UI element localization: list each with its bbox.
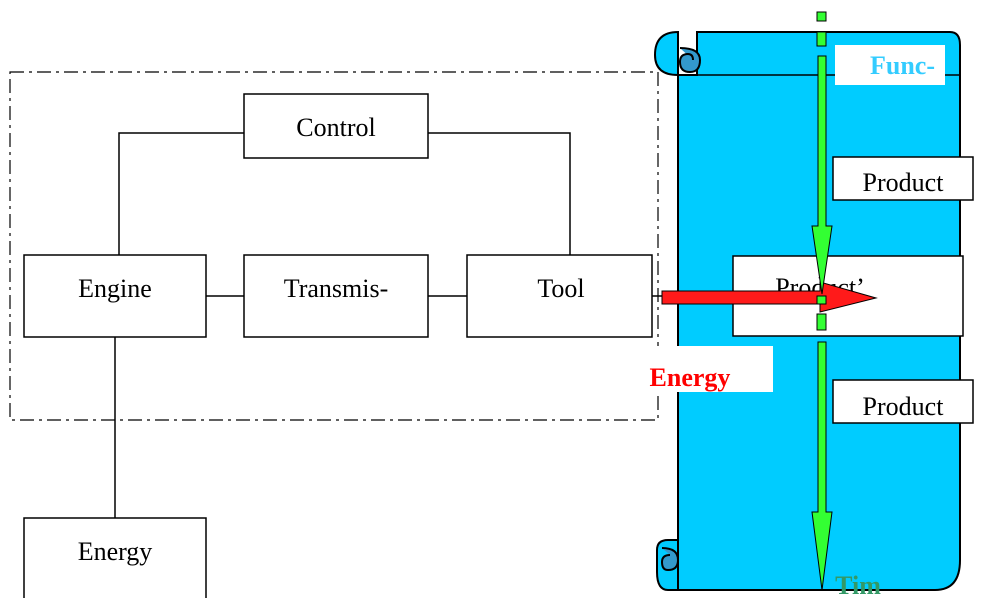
time-arrow-lower xyxy=(811,295,833,591)
engine-block: Engine xyxy=(23,254,207,338)
energy-label-bg xyxy=(640,346,773,392)
control-label: Control xyxy=(296,113,375,142)
control-block: Control xyxy=(243,93,429,159)
function-label: Func- xyxy=(870,51,935,80)
product-bottom-box: Product xyxy=(832,379,974,424)
time-label: Tim xyxy=(835,571,881,598)
time-arrow-upper xyxy=(811,11,833,295)
product-bottom-label: Product xyxy=(863,392,945,421)
engine-label: Engine xyxy=(78,274,152,303)
transmission-label: Transmis- xyxy=(284,274,389,303)
energy-source-label: Energy xyxy=(78,537,153,566)
product-top-box: Product xyxy=(832,156,974,201)
function-label-bg xyxy=(835,45,945,85)
energy-source-block: Energy xyxy=(23,517,207,598)
product-top-label: Product xyxy=(863,168,945,197)
connector-lines xyxy=(114,132,670,518)
energy-arrow-label: Energy xyxy=(650,363,731,392)
tool-label: Tool xyxy=(537,274,584,303)
tool-block: Tool xyxy=(466,254,653,338)
transmission-block: Transmis- xyxy=(243,254,429,338)
system-boundary xyxy=(9,71,659,421)
